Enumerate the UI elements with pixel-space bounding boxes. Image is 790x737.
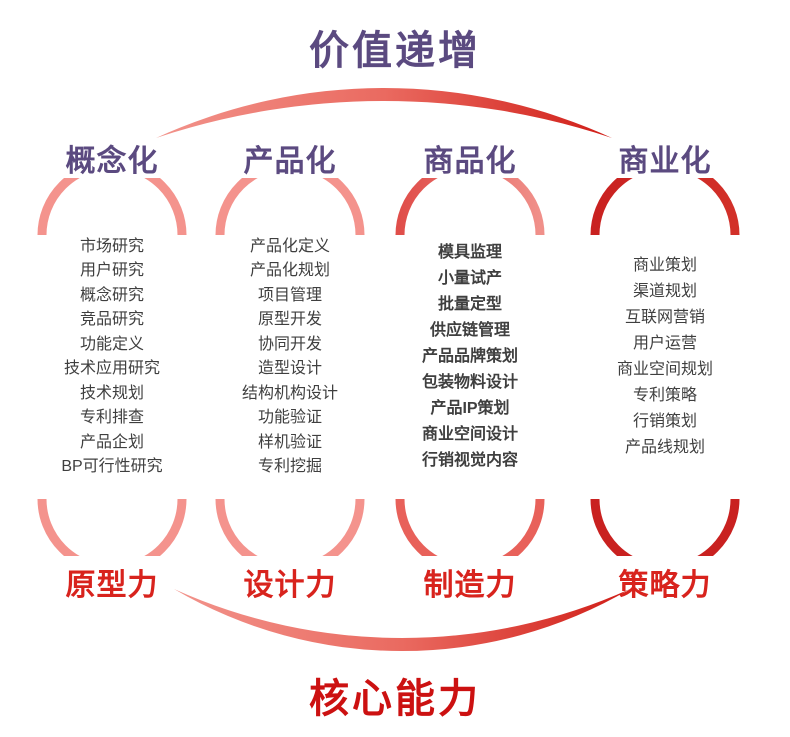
list-item: 产品品牌策划 xyxy=(421,348,518,365)
list-item: 概念研究 xyxy=(79,286,144,304)
arch-icon xyxy=(395,178,545,236)
column-merchandising: 商品化 模具监理小量试产批量定型供应链管理产品品牌策划包装物料设计产品IP策划商… xyxy=(380,0,560,737)
smile-arc-icon xyxy=(37,498,187,556)
column-header: 概念化 xyxy=(65,145,159,178)
list-item: 小量试产 xyxy=(437,270,502,287)
item-list: 市场研究用户研究概念研究竞品研究功能定义技术应用研究技术规划专利排查产品企划 BP… xyxy=(22,228,202,486)
item-list: 商业策划渠道规划互联网营销用户运营商业空间规划专利策略行销策划产品线规划 xyxy=(575,228,755,486)
column-conceptualization: 概念化 市场研究用户研究概念研究竞品研究功能定义技术应用研究技术规划专利排查产品… xyxy=(22,0,202,737)
list-item: 行销策划 xyxy=(632,413,697,430)
smile-arc-icon xyxy=(395,498,545,556)
list-item: 供应链管理 xyxy=(429,322,510,339)
list-item: 样机验证 xyxy=(257,433,322,451)
column-header: 产品化 xyxy=(243,145,337,178)
list-item: 竞品研究 xyxy=(79,311,144,328)
list-item: 产品化定义 xyxy=(249,237,330,255)
list-item: 原型开发 xyxy=(257,311,322,328)
item-list: 模具监理小量试产批量定型供应链管理产品品牌策划包装物料设计产品IP策划商业空间设… xyxy=(380,228,560,486)
column-header: 商品化 xyxy=(423,145,517,178)
list-item: 互联网营销 xyxy=(624,309,705,326)
list-item: 产品线规划 xyxy=(624,439,705,456)
list-item: 模具监理 xyxy=(437,244,502,261)
arch-icon xyxy=(37,178,187,236)
list-item: 专利策略 xyxy=(632,387,697,404)
list-item: 渠道规划 xyxy=(632,283,697,300)
column-footer: 策略力 xyxy=(618,569,712,602)
list-item: 协同开发 xyxy=(257,335,322,353)
list-item: 产品化规划 xyxy=(249,262,330,279)
list-item: 批量定型 xyxy=(437,296,502,313)
column-footer: 设计力 xyxy=(243,569,337,602)
value-increase-arc xyxy=(156,88,612,138)
list-item: 市场研究 xyxy=(79,237,144,255)
column-footer: 制造力 xyxy=(423,569,517,602)
list-item: 专利挖掘 xyxy=(257,458,322,475)
list-item: 造型设计 xyxy=(257,360,322,377)
list-item: 项目管理 xyxy=(257,286,322,304)
list-item: 产品IP策划 xyxy=(430,400,510,417)
core-capability-arc xyxy=(174,589,630,652)
arch-icon xyxy=(590,178,740,236)
list-item: 技术应用研究 xyxy=(63,360,160,377)
list-item: 用户运营 xyxy=(632,335,697,352)
column-footer: 原型力 xyxy=(65,569,159,602)
list-item: BP可行性研究 xyxy=(61,458,163,475)
list-item: 结构机构设计 xyxy=(241,384,338,402)
column-header: 商业化 xyxy=(618,145,712,178)
list-item: 产品企划 xyxy=(79,433,144,451)
list-item: 商业策划 xyxy=(632,257,697,274)
arch-icon xyxy=(215,178,365,236)
column-commercialization: 商业化 商业策划渠道规划互联网营销用户运营商业空间规划专利策略行销策划产品线规划… xyxy=(575,0,755,737)
smile-arc-icon xyxy=(590,498,740,556)
bottom-title: 核心能力 xyxy=(309,677,481,721)
smile-arc-icon xyxy=(215,498,365,556)
list-item: 商业空间规划 xyxy=(616,361,713,378)
item-list: 产品化定义产品化规划项目管理原型开发协同开发造型设计结构机构设计功能验证样机验证… xyxy=(200,228,380,486)
list-item: 行销视觉内容 xyxy=(421,452,518,469)
column-productization: 产品化 产品化定义产品化规划项目管理原型开发协同开发造型设计结构机构设计功能验证… xyxy=(200,0,380,737)
list-item: 专利排查 xyxy=(79,409,144,426)
list-item: 功能定义 xyxy=(79,335,144,353)
list-item: 功能验证 xyxy=(257,409,322,426)
list-item: 技术规划 xyxy=(79,384,144,402)
list-item: 商业空间设计 xyxy=(421,426,518,443)
top-title: 价值递增 xyxy=(309,29,481,73)
list-item: 包装物料设计 xyxy=(421,374,518,391)
list-item: 用户研究 xyxy=(79,262,144,279)
